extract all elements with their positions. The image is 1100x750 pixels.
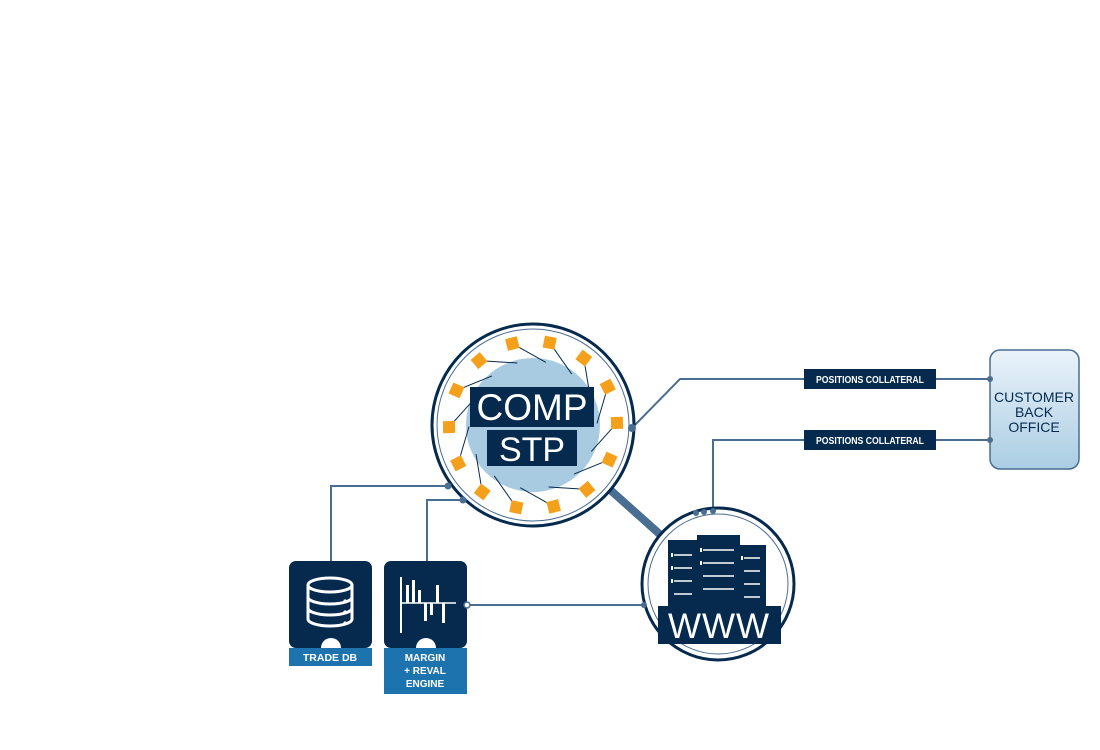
margin-engine-line-1: MARGIN — [405, 653, 446, 664]
trade-db-label: TRADE DB — [303, 652, 358, 664]
margin-engine-port-right — [463, 601, 471, 609]
lower-connection-label: POSITIONS COLLATERAL — [804, 430, 936, 450]
hub-outer-ring-thin — [436, 328, 630, 522]
hub-node — [505, 336, 520, 351]
hub-label-stp: STP — [499, 431, 565, 469]
www-inner-ring — [647, 513, 789, 655]
hub-label-comp: COMP — [477, 387, 588, 428]
customer-back-office: CUSTOMER BACK OFFICE — [987, 349, 1080, 470]
hub-node — [448, 382, 465, 399]
database-icon — [306, 576, 354, 628]
margin-engine-node: MARGIN + REVAL ENGINE — [384, 561, 471, 694]
hub-nodes — [442, 335, 624, 515]
hub-label-box-2 — [487, 430, 577, 466]
www-server-node: WWW — [640, 506, 796, 662]
hub-node — [546, 499, 561, 514]
hub-node — [473, 483, 491, 501]
hub-port-right — [628, 424, 636, 432]
trade-db-node: TRADE DB — [289, 561, 372, 666]
margin-engine-notch — [416, 638, 436, 648]
hub-node — [470, 352, 488, 370]
hub-node — [578, 480, 596, 498]
upper-connection-label: POSITIONS COLLATERAL — [804, 369, 936, 389]
trade-db-notch — [321, 638, 341, 648]
connector-hub-to-margin-engine — [426, 499, 463, 563]
www-port-top-3 — [710, 508, 716, 514]
hub-node — [601, 451, 618, 468]
www-label-box — [658, 606, 781, 644]
magnifier-handle — [603, 483, 668, 542]
server-rack-icon — [668, 535, 766, 606]
customer-port-upper — [987, 376, 993, 382]
connector-hub-to-trade-db — [330, 485, 448, 563]
bar-chart-icon — [400, 577, 456, 633]
hub-label-box-1 — [470, 387, 594, 427]
hub-node — [575, 349, 593, 367]
hub-node — [599, 378, 616, 395]
customer-line-2: BACK — [1015, 404, 1054, 420]
hub-node — [542, 335, 557, 350]
hub-port-bottom-left — [444, 482, 452, 490]
hub-port-bottom — [459, 496, 467, 504]
connector-hub-to-upper-label — [631, 378, 806, 429]
margin-engine-line-3: ENGINE — [406, 679, 445, 690]
comp-stp-hub: COMP STP — [430, 322, 636, 528]
www-port-left — [641, 602, 647, 608]
margin-engine-line-2: + REVAL — [404, 666, 446, 677]
www-port-top-2 — [701, 509, 707, 515]
hub-node — [450, 455, 467, 472]
customer-port-lower — [987, 437, 993, 443]
connectors — [330, 378, 990, 606]
hub-node — [509, 500, 524, 515]
www-port-top-1 — [693, 510, 699, 516]
www-label: WWW — [668, 607, 770, 646]
connector-www-to-lower-label — [712, 439, 806, 513]
customer-line-1: CUSTOMER — [994, 389, 1074, 405]
lower-connection-text: POSITIONS COLLATERAL — [816, 436, 924, 447]
hub-node — [610, 416, 624, 430]
upper-connection-text: POSITIONS COLLATERAL — [816, 375, 924, 386]
customer-line-3: OFFICE — [1008, 419, 1059, 435]
hub-node — [442, 420, 456, 434]
